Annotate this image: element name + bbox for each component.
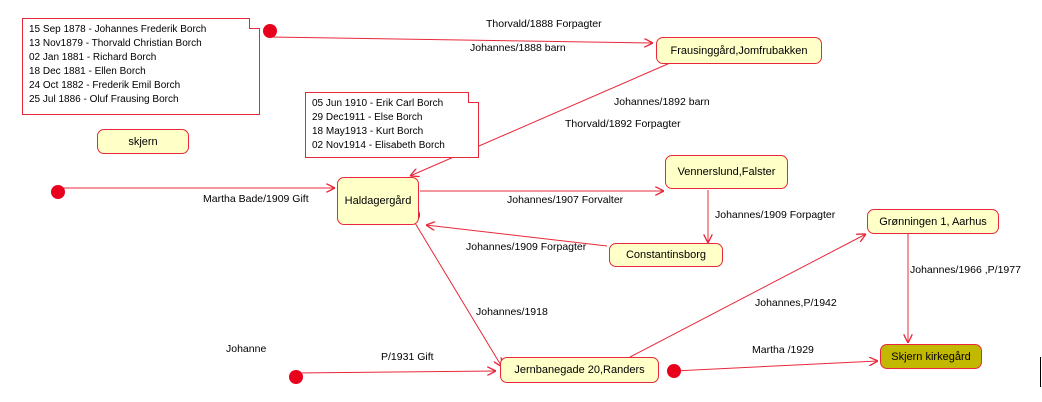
note-line: 24 Oct 1882 - Frederik Emil Borch <box>29 80 181 91</box>
edge-label-thorvald-1892: Thorvald/1892 Forpagter <box>565 118 681 130</box>
note-line: 02 Jan 1881 - Richard Borch <box>29 52 157 63</box>
edge-label-thorvald-1888: Thorvald/1888 Forpagter <box>486 18 602 30</box>
edge-label-martha-1929: Martha /1929 <box>752 344 814 356</box>
edge-jernbanegade-to-groenningen <box>629 234 866 358</box>
node-haldagergaard[interactable]: Haldagergård <box>337 177 419 225</box>
note-line: 25 Jul 1886 - Oluf Frausing Borch <box>29 94 179 105</box>
edge-label-martha-1909: Martha Bade/1909 Gift <box>203 193 309 205</box>
start-dot-martha-1929 <box>667 364 681 378</box>
edge-label-johannes-1892: Johannes/1892 barn <box>614 96 710 108</box>
node-frausinggaard[interactable]: Frausinggård,Jomfrubakken <box>656 37 822 64</box>
note-fold <box>249 18 260 29</box>
edge-label-p1931: P/1931 Gift <box>381 351 434 363</box>
edge-start-to-jernbanegade <box>295 371 496 373</box>
edge-constantinsborg-to-haldagergaard <box>426 225 608 247</box>
node-constantinsborg[interactable]: Constantinsborg <box>609 243 723 267</box>
edge-start-to-frausinggaard <box>269 36 653 43</box>
start-dot-children <box>263 24 277 38</box>
children-note: 15 Sep 1878 - Johannes Frederik Borch 13… <box>22 18 260 115</box>
grandchildren-note: 05 Jun 1910 - Erik Carl Borch 29 Dec1911… <box>305 92 479 158</box>
note-line: 02 Nov1914 - Elisabeth Borch <box>312 140 445 151</box>
note-line: 15 Sep 1878 - Johannes Frederik Borch <box>29 24 207 35</box>
label-johanne: Johanne <box>226 343 267 355</box>
note-line: 29 Dec1911 - Else Borch <box>312 112 423 123</box>
node-jernbanegade[interactable]: Jernbanegade 20,Randers <box>500 357 659 383</box>
edge-haldagergaard-to-jernbanegade <box>411 217 502 367</box>
node-vennerslund[interactable]: Vennerslund,Falster <box>665 155 788 189</box>
edge-start-to-kirkegaard <box>673 361 878 372</box>
edge-divider <box>1040 357 1041 387</box>
edge-label-johannes-1907: Johannes/1907 Forvalter <box>507 194 624 206</box>
start-dot-martha <box>51 185 65 199</box>
start-dot-johanne <box>289 370 303 384</box>
edge-label-johannes-1909-vennerslund: Johannes/1909 Forpagter <box>715 209 836 221</box>
note-line: 18 May1913 - Kurt Borch <box>312 126 424 137</box>
edge-label-johannes-1909-constantinsborg: Johannes/1909 Forpagter <box>466 241 587 253</box>
note-line: 18 Dec 1881 - Ellen Borch <box>29 66 146 77</box>
node-skjern-kirkegaard[interactable]: Skjern kirkegård <box>880 344 982 369</box>
edge-label-johannes-1918: Johannes/1918 <box>476 306 548 318</box>
note-line: 05 Jun 1910 - Erik Carl Borch <box>312 98 444 109</box>
note-fold <box>468 92 479 103</box>
edge-label-johannes-1966: Johannes/1966 ,P/1977 <box>910 264 1021 276</box>
edge-label-johannes-p1942: Johannes,P/1942 <box>755 297 837 309</box>
node-groenningen[interactable]: Grønningen 1, Aarhus <box>867 209 999 234</box>
note-line: 13 Nov1879 - Thorvald Christian Borch <box>29 38 202 49</box>
edge-label-johannes-1888: Johannes/1888 barn <box>470 42 566 54</box>
node-skjern[interactable]: skjern <box>97 129 189 154</box>
